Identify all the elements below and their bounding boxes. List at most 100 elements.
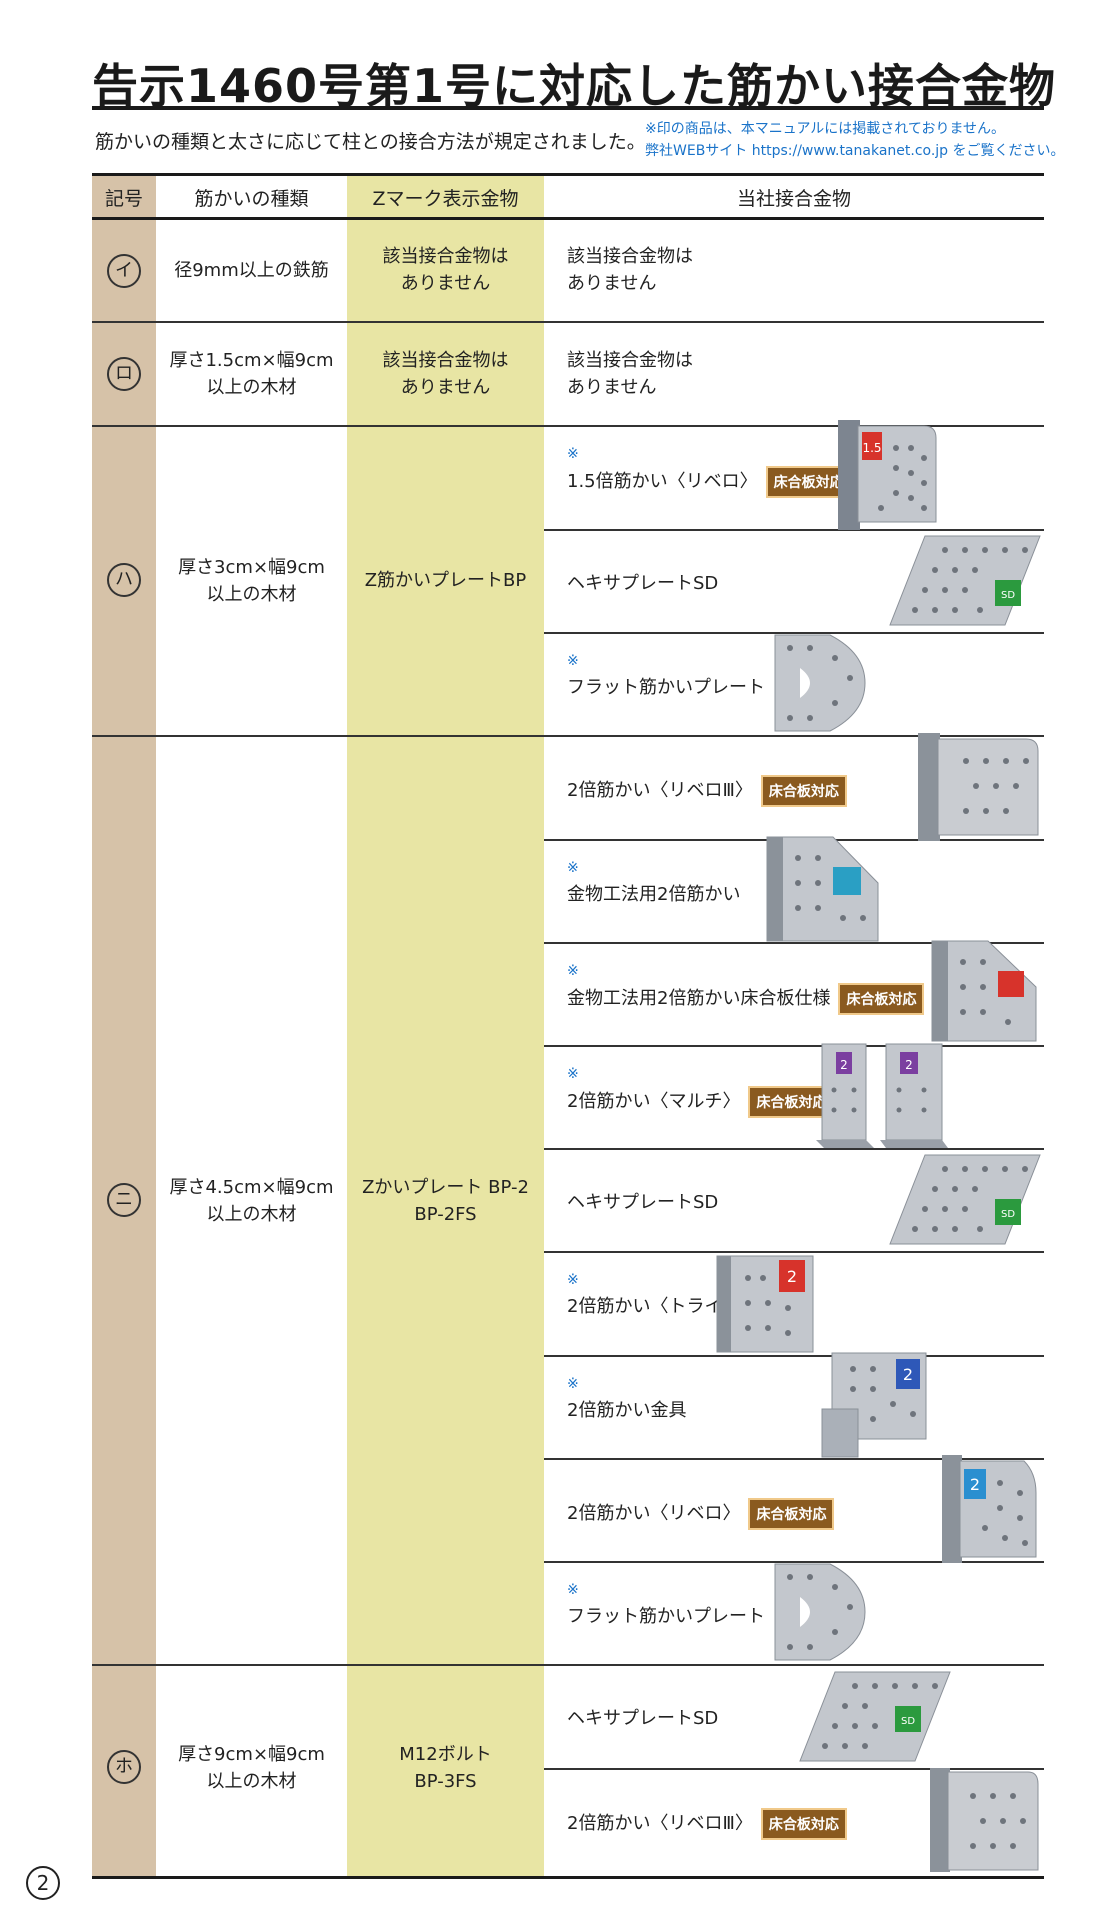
- table-bottom-rule: [92, 1876, 1044, 1879]
- product-label: 2倍筋かい〈マルチ〉床合板対応: [567, 1086, 835, 1118]
- page-title: 告示1460号第1号に対応した筋かい接合金物: [92, 59, 1057, 113]
- kigo-i: イ: [107, 254, 141, 288]
- item-divider: [544, 1251, 1044, 1253]
- product-label: 金物工法用2倍筋かい: [567, 884, 741, 905]
- header-rule-top: [92, 173, 1044, 176]
- title-rule: [92, 106, 1044, 110]
- libero-icon: 2: [942, 1455, 1037, 1563]
- header-kigo: 記号: [104, 188, 143, 210]
- item-divider: [544, 1355, 1044, 1357]
- floor-badge: 床合板対応: [760, 1808, 847, 1840]
- product-label: フラット筋かいプレート: [567, 677, 765, 698]
- product-item: 2倍筋かい〈リベロⅢ〉床合板対応: [567, 1768, 1044, 1871]
- kigo-column-bg: [92, 175, 156, 1878]
- flat-plate-icon: [774, 634, 866, 732]
- web-mark: ※: [567, 446, 579, 462]
- product-label: 1.5倍筋かい〈リベロ〉床合板対応: [567, 466, 852, 498]
- row-divider: [92, 321, 1044, 323]
- web-mark: ※: [567, 860, 579, 876]
- product-label: ヘキサプレートSD: [567, 573, 719, 594]
- kanamono-floor-icon: [931, 940, 1037, 1042]
- hexa-plate-icon: SD: [889, 1154, 1041, 1245]
- floor-badge: 床合板対応: [760, 775, 847, 807]
- libero3-icon: [930, 1768, 1039, 1872]
- floor-badge: 床合板対応: [748, 1086, 835, 1118]
- item-divider: [544, 942, 1044, 944]
- web-mark: ※: [567, 1272, 579, 1288]
- product-label: 2倍筋かい金具: [567, 1400, 687, 1421]
- plate-label: SD: [901, 1716, 915, 1727]
- product-item: ヘキサプレートSD: [567, 1148, 1044, 1251]
- plate-label: 2: [787, 1267, 797, 1286]
- item-divider: [544, 529, 1044, 531]
- product-label: 2倍筋かい〈トライ〉: [567, 1296, 741, 1317]
- row-divider: [92, 425, 1044, 427]
- plate-label: 2: [903, 1365, 913, 1384]
- plate-label: 2: [840, 1058, 848, 1072]
- item-divider: [544, 1561, 1044, 1563]
- product-ro: 該当接合金物はありません: [567, 350, 693, 398]
- product-item: 2倍筋かい〈リベロⅢ〉床合板対応: [567, 735, 1044, 838]
- item-divider: [544, 1458, 1044, 1460]
- product-item: ※ 金物工法用2倍筋かい: [567, 839, 1044, 942]
- product-label: 2倍筋かい〈リベロ〉床合板対応: [567, 1498, 835, 1530]
- product-item: ヘキサプレートSD: [567, 1664, 1044, 1767]
- product-label: 金物工法用2倍筋かい床合板仕様床合板対応: [567, 983, 925, 1015]
- product-label: フラット筋かいプレート: [567, 1606, 765, 1627]
- product-item: ※ 金物工法用2倍筋かい床合板仕様床合板対応: [567, 942, 1044, 1045]
- product-label: 2倍筋かい〈リベロⅢ〉床合板対応: [567, 775, 847, 807]
- kind-i: 径9mm以上の鉄筋: [174, 260, 329, 281]
- flat-plate-icon: [774, 1563, 866, 1661]
- row-divider: [92, 1664, 1044, 1666]
- floor-badge: 床合板対応: [748, 1498, 835, 1530]
- note-line-1: ※印の商品は、本マニュアルには掲載されておりません。: [645, 121, 1006, 137]
- product-item: ※ 1.5倍筋かい〈リベロ〉床合板対応: [567, 425, 1044, 528]
- web-mark: ※: [567, 1066, 579, 1082]
- z-column-bg: [347, 175, 544, 1878]
- page-number: 2: [26, 1866, 60, 1900]
- product-i: 該当接合金物はありません: [567, 246, 693, 294]
- intro-text: 筋かいの種類と太さに応じて柱との接合方法が規定されました。: [95, 131, 646, 153]
- product-item: 2倍筋かい〈リベロ〉床合板対応: [567, 1458, 1044, 1561]
- product-label: ヘキサプレートSD: [567, 1192, 719, 1213]
- multi-icon: 2 2: [816, 1043, 948, 1148]
- plate-label: 1.5: [862, 441, 881, 455]
- tri-icon: 2: [716, 1255, 814, 1353]
- product-item: ヘキサプレートSD: [567, 529, 1044, 632]
- header-company: 当社接合金物: [736, 188, 851, 210]
- item-divider: [544, 1768, 1044, 1770]
- product-item: ※ 2倍筋かい〈トライ〉: [567, 1251, 1044, 1354]
- header-rule-bottom: [92, 217, 1044, 220]
- plate-label: SD: [1001, 590, 1015, 601]
- product-item: ※ 2倍筋かい〈マルチ〉床合板対応: [567, 1045, 1044, 1148]
- plate-1.5-icon: 1.5: [838, 420, 937, 530]
- kigo-ho: ホ: [107, 1750, 141, 1784]
- plate-label: 2: [905, 1058, 913, 1072]
- web-mark: ※: [567, 653, 579, 669]
- libero3-icon: [918, 733, 1039, 841]
- web-note: ※印の商品は、本マニュアルには掲載されておりません。 弊社WEBサイト http…: [645, 118, 1065, 162]
- row-divider: [92, 735, 1044, 737]
- kigo-ro: ロ: [107, 357, 141, 391]
- plate-label: SD: [1001, 1209, 1015, 1220]
- hexa-plate-icon: SD: [889, 535, 1041, 626]
- kanamono-icon: [766, 836, 879, 942]
- item-divider: [544, 1045, 1044, 1047]
- header-z: Zマーク表示金物: [372, 188, 519, 210]
- item-divider: [544, 632, 1044, 634]
- bracket-icon: 2: [821, 1352, 927, 1458]
- item-divider: [544, 1148, 1044, 1150]
- z-i: 該当接合金物はありません: [382, 246, 509, 294]
- web-mark: ※: [567, 1582, 579, 1598]
- plate-label: 2: [970, 1475, 980, 1494]
- header-kind: 筋かいの種類: [194, 188, 309, 210]
- product-label: 2倍筋かい〈リベロⅢ〉床合板対応: [567, 1808, 847, 1840]
- note-line-2: 弊社WEBサイト https://www.tanakanet.co.jp をご覧…: [645, 143, 1065, 159]
- product-item: ※ フラット筋かいプレート: [567, 1561, 1044, 1664]
